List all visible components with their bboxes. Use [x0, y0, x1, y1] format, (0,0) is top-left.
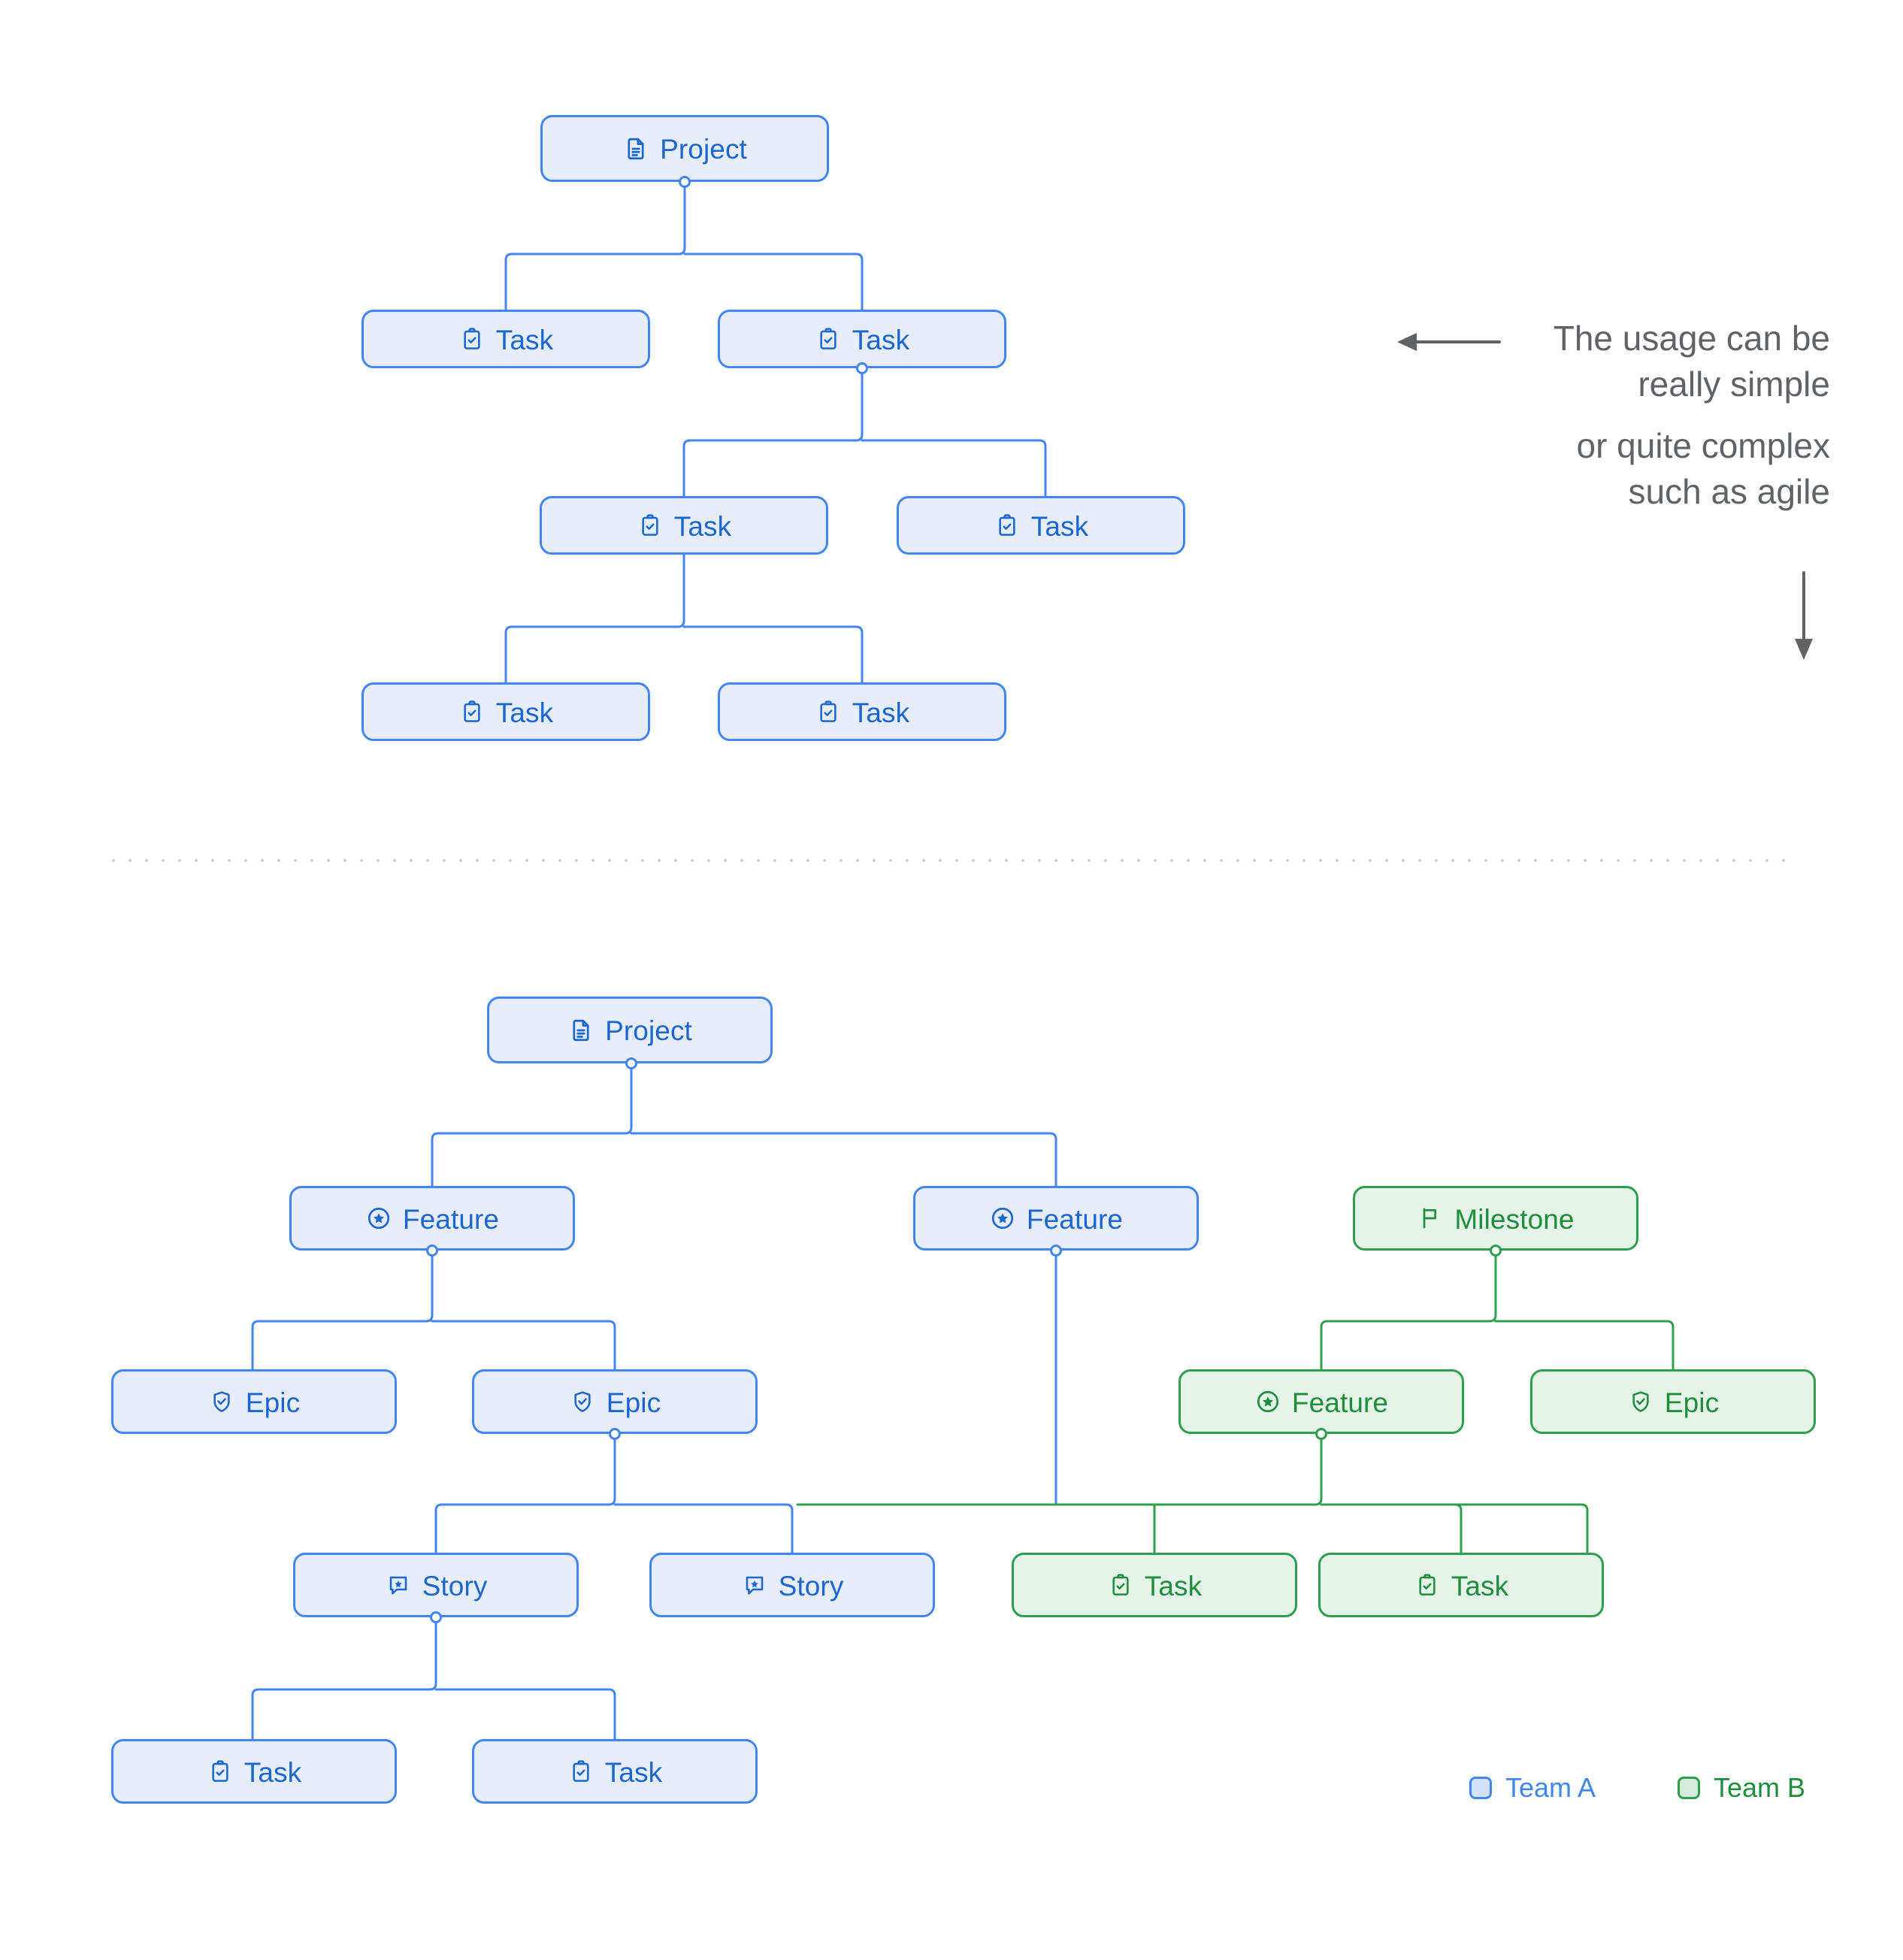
port-dot [430, 1611, 442, 1623]
node-epic[interactable]: Epic [472, 1369, 758, 1434]
comment-star-icon [385, 1571, 412, 1599]
node-task[interactable]: Task [540, 496, 828, 555]
clipboard-check-icon [637, 512, 664, 539]
clipboard-check-icon [815, 698, 842, 725]
legend-swatch-icon [1678, 1777, 1700, 1799]
node-task[interactable]: Task [472, 1739, 758, 1804]
clipboard-check-icon [567, 1758, 594, 1785]
annotation-line: or quite complex [1576, 426, 1831, 466]
port-dot [609, 1428, 621, 1440]
node-task[interactable]: Task [718, 682, 1006, 741]
clipboard-check-icon [1107, 1571, 1134, 1599]
node-label: Task [1030, 510, 1089, 542]
shield-check-icon [208, 1388, 235, 1415]
clipboard-check-icon [458, 325, 486, 352]
node-label: Project [660, 134, 747, 165]
annotation-line: The usage can be [1553, 319, 1830, 358]
clipboard-check-icon [1414, 1571, 1441, 1599]
star-circle-icon [365, 1205, 392, 1232]
node-label: Task [604, 1756, 663, 1788]
annotation-text: The usage can be really simple or quite … [1492, 316, 1830, 515]
node-label: Feature [402, 1203, 500, 1235]
clipboard-check-icon [207, 1758, 234, 1785]
node-label: Task [495, 697, 554, 728]
document-icon [567, 1017, 594, 1044]
node-feature[interactable]: Feature [289, 1186, 575, 1251]
flag-icon [1417, 1205, 1444, 1232]
node-label: Story [778, 1570, 844, 1602]
annotation-line: really simple [1638, 364, 1830, 404]
port-dot [426, 1245, 438, 1257]
node-label: Story [422, 1570, 488, 1602]
shield-check-icon [1627, 1388, 1654, 1415]
port-dot [625, 1057, 637, 1069]
node-story[interactable]: Story [293, 1553, 579, 1617]
node-label: Epic [245, 1387, 301, 1418]
node-label: Epic [1664, 1387, 1720, 1418]
node-label: Task [852, 697, 910, 728]
node-feature[interactable]: Feature [913, 1186, 1199, 1251]
node-epic[interactable]: Epic [1530, 1369, 1816, 1434]
legend-item-team-b: Team B [1678, 1772, 1805, 1804]
node-label: Feature [1291, 1387, 1389, 1418]
node-task[interactable]: Task [718, 310, 1006, 368]
legend-item-team-a: Team A [1469, 1772, 1596, 1804]
port-dot [679, 176, 691, 188]
clipboard-check-icon [994, 512, 1021, 539]
section-divider [105, 859, 1798, 862]
node-task[interactable]: Task [111, 1739, 397, 1804]
port-dot [1050, 1245, 1062, 1257]
annotation-line: such as agile [1628, 472, 1831, 512]
node-label: Task [1451, 1570, 1509, 1602]
node-label: Task [852, 324, 910, 355]
comment-star-icon [741, 1571, 768, 1599]
node-project[interactable]: Project [487, 997, 773, 1063]
clipboard-check-icon [815, 325, 842, 352]
arrow-down-icon [1795, 571, 1813, 660]
node-label: Feature [1026, 1203, 1124, 1235]
node-label: Task [1144, 1570, 1203, 1602]
legend-label: Team A [1505, 1772, 1596, 1803]
node-task[interactable]: Task [897, 496, 1185, 555]
node-story[interactable]: Story [649, 1553, 935, 1617]
node-project[interactable]: Project [540, 115, 829, 182]
node-label: Project [605, 1015, 692, 1046]
node-feature[interactable]: Feature [1178, 1369, 1464, 1434]
star-circle-icon [1254, 1388, 1281, 1415]
node-task[interactable]: Task [362, 682, 650, 741]
star-circle-icon [989, 1205, 1016, 1232]
node-label: Milestone [1454, 1203, 1575, 1235]
clipboard-check-icon [458, 698, 486, 725]
legend-label: Team B [1714, 1772, 1806, 1803]
node-milestone[interactable]: Milestone [1353, 1186, 1638, 1251]
node-label: Task [495, 324, 554, 355]
node-task[interactable]: Task [362, 310, 650, 368]
node-label: Task [244, 1756, 302, 1788]
port-dot [1315, 1428, 1327, 1440]
node-label: Task [673, 510, 732, 542]
document-icon [622, 135, 649, 162]
port-dot [856, 362, 868, 374]
arrow-left-icon [1397, 333, 1501, 351]
node-task[interactable]: Task [1012, 1553, 1297, 1617]
port-dot [1490, 1245, 1502, 1257]
node-task[interactable]: Task [1318, 1553, 1604, 1617]
legend-swatch-icon [1469, 1777, 1492, 1799]
node-label: Epic [606, 1387, 661, 1418]
node-epic[interactable]: Epic [111, 1369, 397, 1434]
shield-check-icon [569, 1388, 596, 1415]
